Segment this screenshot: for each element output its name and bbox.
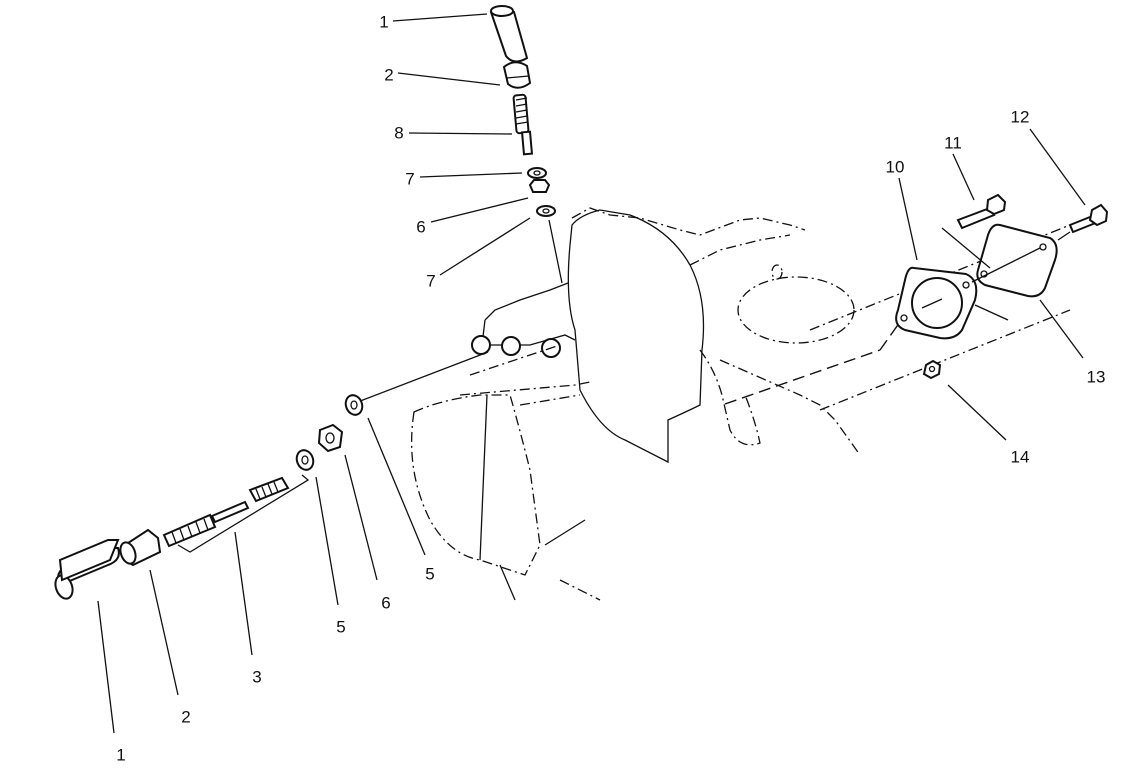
callout-7-upper: 7 [405,169,415,189]
callout-12: 12 [1010,107,1030,127]
callout-1-bottom: 1 [116,745,126,765]
callout-3: 3 [252,667,262,687]
callout-1-top: 1 [379,12,389,32]
callout-5-right: 5 [425,564,435,584]
callout-2-top: 2 [384,65,394,85]
callout-11: 11 [944,133,962,153]
callout-6-top: 6 [416,217,426,237]
pump-housing [410,207,1071,601]
callout-2-bottom: 2 [181,707,191,727]
callout-7-lower: 7 [426,271,436,291]
callout-5-left: 5 [336,617,346,637]
callout-10: 10 [885,157,905,177]
callout-14: 14 [1010,447,1030,467]
left-valve-assembly [54,351,489,734]
top-valve-assembly [392,5,563,284]
right-cover-assembly [879,128,1109,441]
callout-13: 13 [1086,367,1106,387]
callout-6-bottom: 6 [381,593,391,613]
callout-8: 8 [394,123,404,143]
